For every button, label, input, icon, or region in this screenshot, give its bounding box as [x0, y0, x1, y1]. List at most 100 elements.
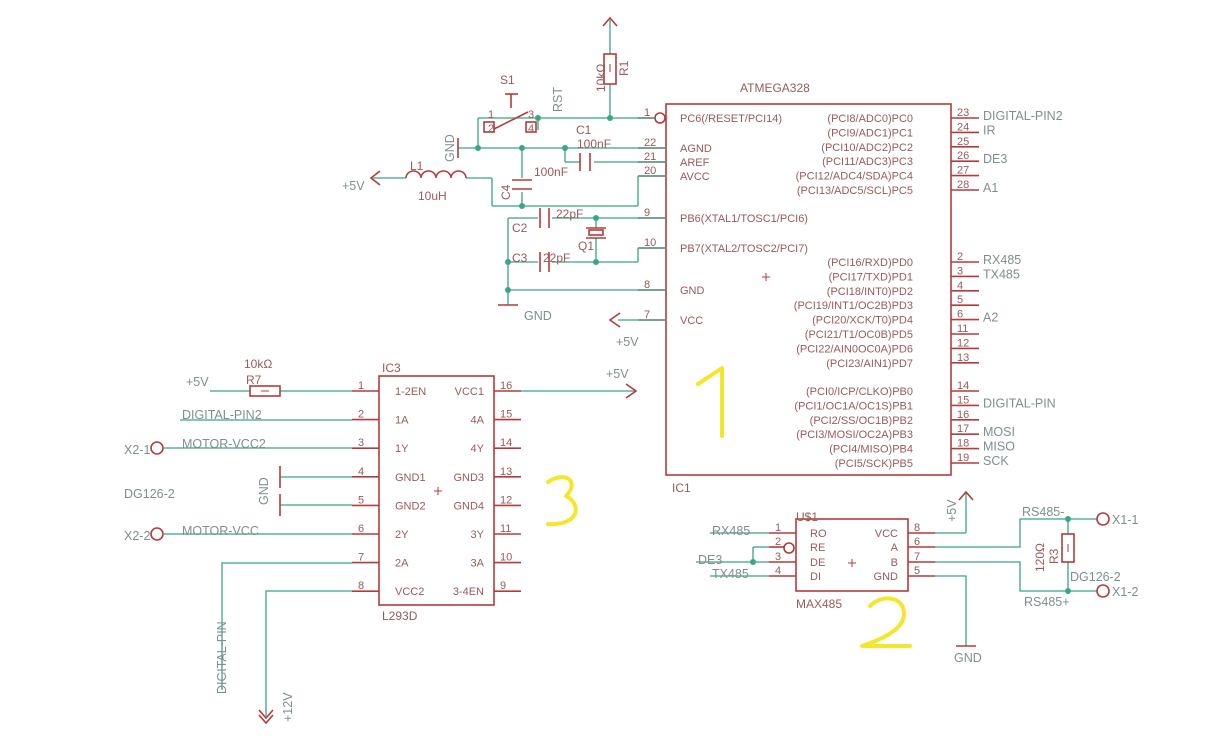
ic1-pin-label-28: (PCI13/ADC5/SCL)PC5 [797, 185, 913, 197]
ic1-pin-label-4: (PCI18/INT0)PD2 [827, 286, 913, 298]
gnd-label-s1: GND [443, 134, 457, 162]
c1-value: 100nF [577, 137, 611, 151]
r7-name: R7 [246, 373, 262, 387]
ic1-pin-3: 3 [957, 265, 963, 277]
s1-pin-2: 2 [488, 123, 494, 135]
ic1-pin-27: 27 [957, 165, 969, 177]
ic3-pin-label-5: GND2 [395, 500, 426, 512]
net-rs485-minus: RS485- [1022, 505, 1064, 519]
c1-capacitor[interactable]: C1 100nF [576, 123, 611, 171]
c1-name: C1 [576, 123, 592, 137]
ic1-pin-4: 4 [957, 280, 963, 292]
annotation-2 [860, 596, 912, 648]
u1-pin-label-3: DE [810, 557, 825, 569]
c2-capacitor[interactable]: 22pF C2 [512, 207, 583, 235]
ic1-pin-25: 25 [957, 136, 969, 148]
u1-pin-7: 7 [914, 551, 920, 563]
ic3-pin-label-11: 3Y [471, 529, 485, 541]
ic1-pin-14: 14 [957, 380, 969, 392]
ic1-pin-label-3: (PCI17/TXD)PD1 [829, 271, 913, 283]
ic1-pin-18: 18 [957, 438, 969, 450]
u1-pin-4: 4 [775, 565, 781, 577]
q1-crystal[interactable]: Q1 [578, 227, 606, 253]
terminal-x1-2[interactable]: X1-2 [1096, 584, 1138, 599]
r1-resistor[interactable]: 10kΩ R1 [594, 53, 631, 92]
ic1-pin-label-7: VCC [680, 315, 703, 327]
ic1-pin-8: 8 [644, 279, 650, 291]
r3-name: R3 [1047, 548, 1061, 564]
c4-name: C4 [499, 184, 513, 200]
ic1-pin-label-22: AGND [680, 143, 712, 155]
ic1-pin-label-25: (PCI10/ADC2)PC2 [821, 142, 913, 154]
ic3-pin-label-7: 2A [395, 558, 409, 570]
c4-capacitor[interactable]: 100nF C4 [499, 165, 568, 200]
u1-pin-6: 6 [914, 536, 920, 548]
s1-switch[interactable]: S1 1 2 3 4 [483, 73, 537, 135]
gnd-label-max: GND [954, 651, 982, 665]
terminal-x2-2[interactable]: X2-2 [124, 527, 164, 543]
ic1-pin-label-18: (PCI4/MISO)PB4 [829, 444, 913, 456]
x1-1-label: X1-1 [1112, 513, 1138, 527]
net-rx485: RX485 [983, 253, 1021, 267]
net-rx485-max: RX485 [712, 524, 750, 538]
ic1-pin-2: 2 [957, 251, 963, 263]
arrow-left-icon [608, 312, 621, 328]
ic1-pin-label-5: (PCI19/INT1/OC2B)PD3 [794, 300, 913, 312]
ic1-pin-label-9: PB6(XTAL1/TOSC1/PCI6) [680, 213, 808, 225]
r7-resistor[interactable]: 10kΩ R7 [244, 357, 281, 397]
s1-pin-4: 4 [528, 123, 534, 135]
ic3-pin-1: 1 [358, 380, 364, 392]
q1-name: Q1 [578, 239, 594, 253]
ic3-pin-12: 12 [500, 494, 512, 506]
annotation-1 [696, 366, 724, 438]
x2-1-label: X2-1 [124, 443, 150, 457]
u1-pin-3: 3 [775, 551, 781, 563]
l1-inductor[interactable]: L1 10uH [405, 159, 467, 203]
ic3-name: IC3 [382, 361, 401, 375]
c3-value: 22pF [543, 251, 570, 265]
gnd-symbol: GND [954, 645, 982, 665]
terminal-x2-1[interactable]: X2-1 [124, 441, 164, 457]
ic3-value: L293D [382, 609, 418, 623]
ic3-pin-label-15: 4A [471, 415, 485, 427]
u1-pin-label-4: DI [810, 571, 821, 583]
p5v-label-ic3: +5V [606, 367, 629, 381]
c2-value: 22pF [556, 207, 583, 221]
ic1-pin-label-11: (PCI21/T1/OC0B)PD5 [805, 329, 913, 341]
u1-pin-8: 8 [914, 522, 920, 534]
arrow-right-icon [625, 383, 638, 399]
net-miso: MISO [983, 440, 1015, 454]
net-mosi: MOSI [983, 425, 1015, 439]
c3-name: C3 [512, 251, 528, 265]
ic1-pin-28: 28 [957, 179, 969, 191]
gnd-label-xtal: GND [524, 309, 552, 323]
ic1-pin-15: 15 [957, 394, 969, 406]
ic1-pin-label-8: GND [680, 285, 705, 297]
ic3-pin-8: 8 [358, 580, 364, 592]
ic3-pin-15: 15 [500, 409, 512, 421]
ic1-pin-12: 12 [957, 337, 969, 349]
ic1-pin-22: 22 [644, 137, 656, 149]
c3-capacitor[interactable]: 22pF C3 [512, 251, 570, 272]
ic3-pin-label-10: 3A [471, 558, 485, 570]
ic3-pin-label-2: 1A [395, 415, 409, 427]
ic3-pin-label-14: 4Y [471, 443, 485, 455]
annotation-3 [546, 475, 578, 527]
u1-pin-1: 1 [775, 522, 781, 534]
arrow-up-icon [602, 16, 618, 27]
r3-value: 120Ω [1033, 543, 1047, 572]
net-ir: IR [983, 123, 996, 137]
gnd-symbol: GND [257, 466, 281, 516]
net-digital-pin2: DIGITAL-PIN2 [983, 109, 1063, 123]
r1-name: R1 [617, 60, 631, 76]
r3-resistor[interactable]: 120Ω R3 [1033, 533, 1075, 572]
terminal-x1-1[interactable]: X1-1 [1096, 512, 1138, 527]
ic3-pin-label-12: GND4 [453, 500, 484, 512]
ic1-pin-21: 21 [644, 151, 656, 163]
ic1-pin-19: 19 [957, 452, 969, 464]
ic1-pin-1: 1 [644, 107, 650, 119]
